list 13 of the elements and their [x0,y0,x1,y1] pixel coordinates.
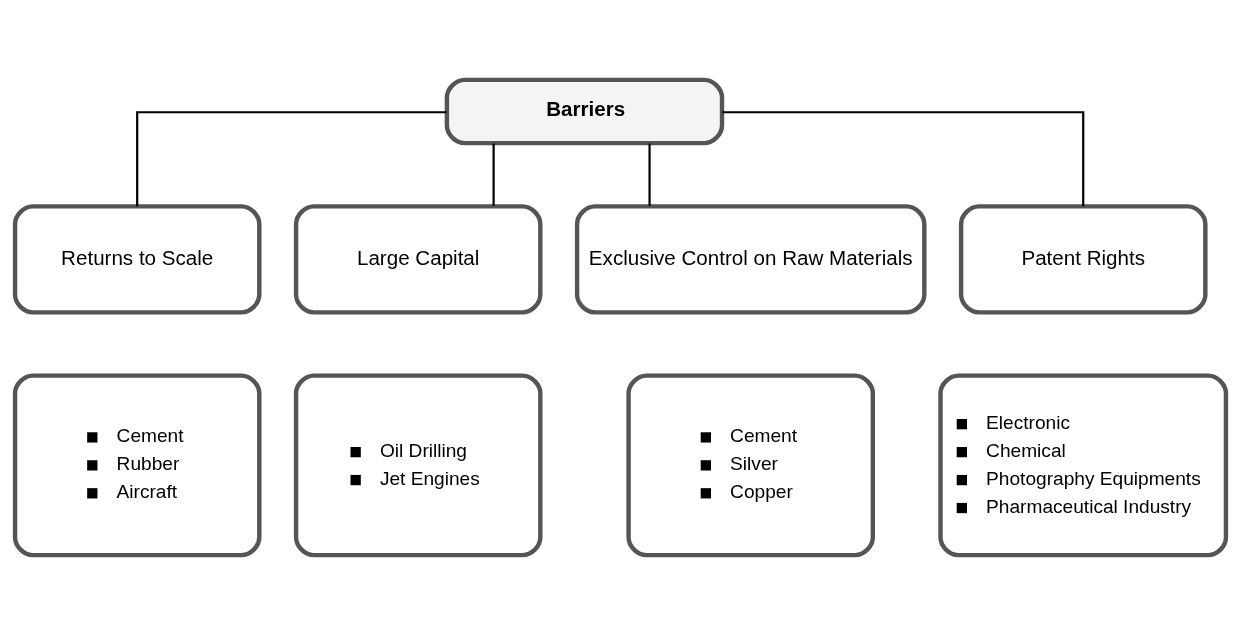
node-box: Oil Drilling Jet Engines [293,373,543,558]
node-box: Electronic Chemical Photography Equipments Pharmaceutical Industry [938,373,1229,558]
node-box: Large Capital [293,204,543,315]
node-box: Exclusive Control on Raw Materials [574,204,927,315]
node-box: Barriers [444,77,725,146]
connector [136,111,447,207]
node-box: Returns to Scale [12,204,262,315]
connector [648,143,651,206]
connector [722,111,1085,207]
connector [492,143,495,206]
node-box: Cement Silver Copper [626,373,876,558]
node-box: Cement Rubber Aircraft [12,373,262,558]
node-box: Patent Rights [958,204,1208,315]
